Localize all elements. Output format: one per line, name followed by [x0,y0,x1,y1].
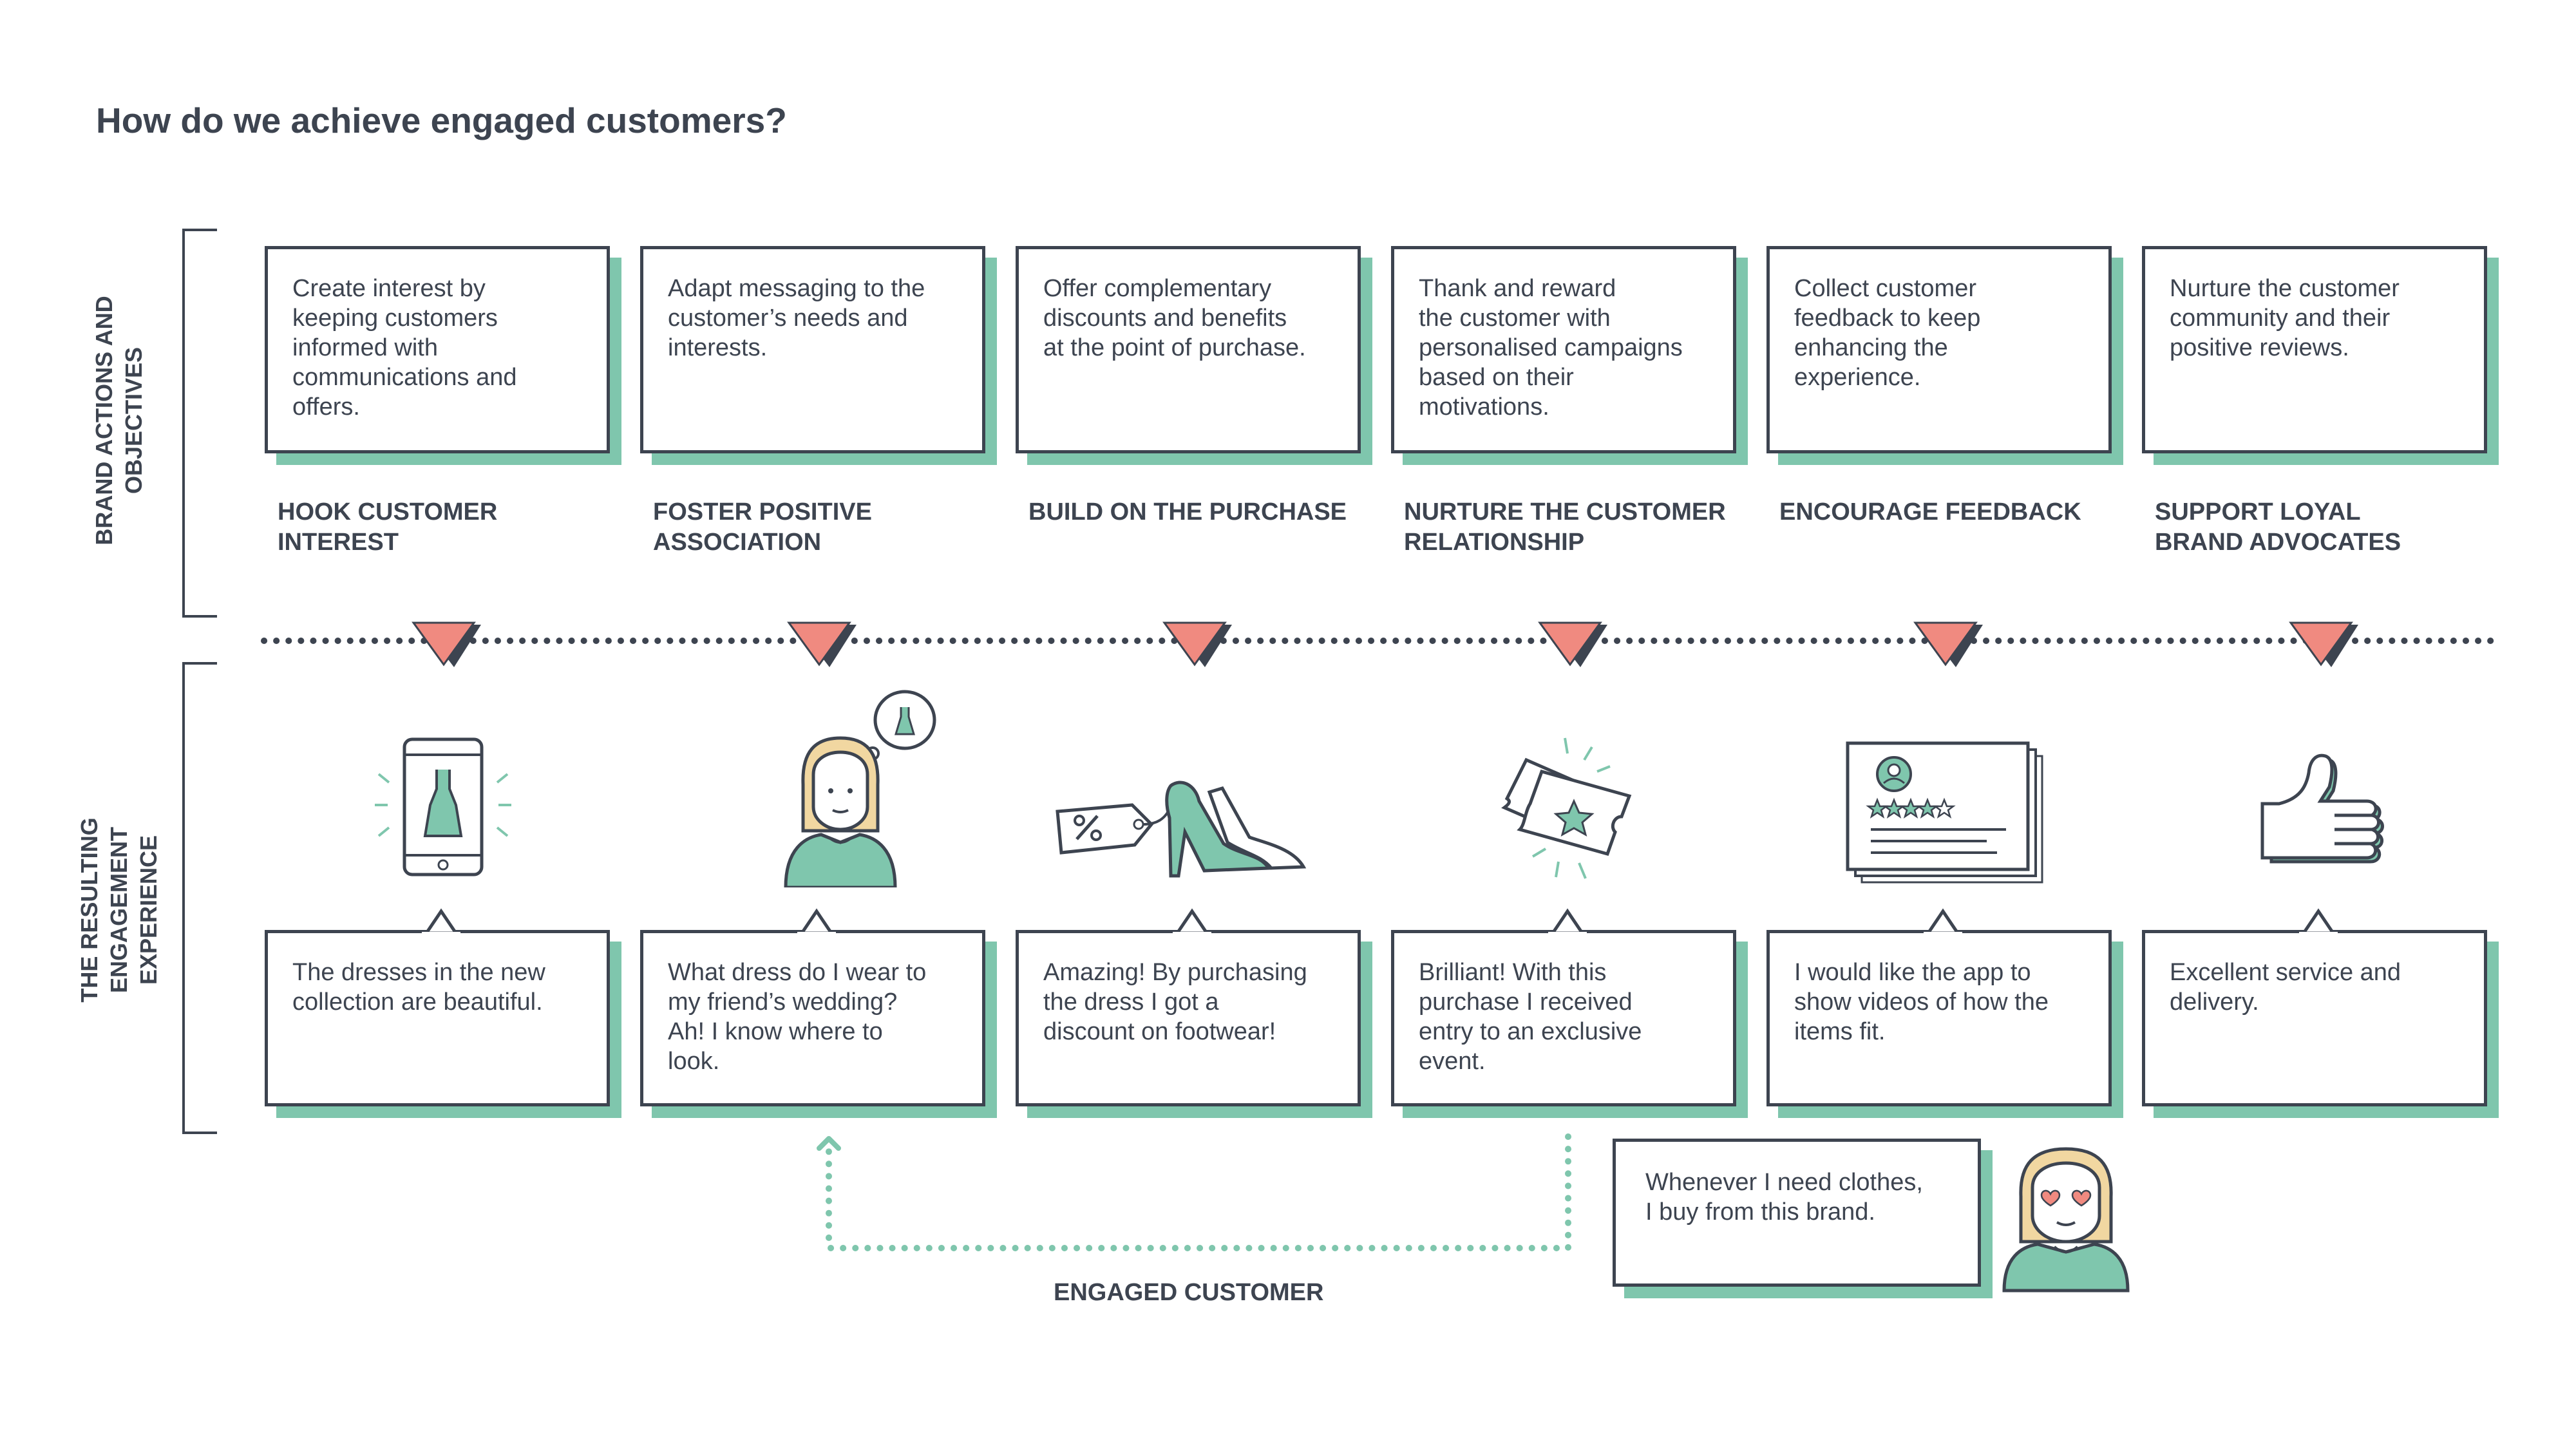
timeline [261,621,2499,667]
thinking-woman-icon [784,690,936,887]
action-card: Create interest by keeping customers inf… [265,246,610,453]
experience-card-text: What dress do I wear to my friend’s wedd… [668,959,927,1075]
card-notch [1174,908,1210,935]
stage-label: BUILD ON THE PURCHASE [1028,498,1347,526]
stage-label: NURTURE THE CUSTOMER RELATIONSHIP [1404,498,1726,556]
experience-card: What dress do I wear to my friend’s wedd… [640,930,985,1106]
stage-marker [412,621,476,667]
experience-card-text: Brilliant! With this purchase I received… [1419,959,1642,1075]
action-card-text: Collect customer feedback to keep enhanc… [1794,275,1981,391]
stage-marker [1538,621,1602,667]
engaged-customer-label: ENGAGED CUSTOMER [1054,1279,1324,1306]
action-card-text: Thank and reward the customer with perso… [1419,275,1683,421]
stage-label: ENCOURAGE FEEDBACK [1779,498,2081,526]
stage-marker [1162,621,1227,667]
experience-card: I would like the app to show videos of h… [1766,930,2112,1106]
engaged-loop-arrow [817,1133,1571,1251]
card-notch [1549,908,1586,935]
card-notch [1925,908,1961,935]
card-notch [2300,908,2336,935]
phone-dress-icon [375,737,511,876]
card-notch [799,908,835,935]
stage-label: HOOK CUSTOMER INTEREST [278,498,498,556]
action-card-text: Create interest by keeping customers inf… [292,275,517,421]
top-bracket [182,229,217,618]
experience-card: Excellent service and delivery. [2142,930,2487,1106]
stage-label: SUPPORT LOYAL BRAND ADVOCATES [2155,498,2401,556]
happy-woman-icon [2002,1147,2130,1293]
side-label-brand-actions: BRAND ACTIONS AND OBJECTIVES [91,296,147,545]
card-notch [423,908,459,935]
action-card: Nurture the customer community and their… [2142,246,2487,453]
page-title: How do we achieve engaged customers? [96,100,787,140]
experience-card: Brilliant! With this purchase I received… [1391,930,1736,1106]
action-card-text: Adapt messaging to the customer’s needs … [668,275,925,361]
experience-card-text: The dresses in the new collection are be… [292,959,545,1016]
stage-label: FOSTER POSITIVE ASSOCIATION [653,498,872,556]
stage-marker [1913,621,1978,667]
stage-marker [787,621,851,667]
action-card: Adapt messaging to the customer’s needs … [640,246,985,453]
experience-card-text: Amazing! By purchasing the dress I got a… [1043,959,1307,1045]
experience-card: The dresses in the new collection are be… [265,930,610,1106]
timeline-markers [412,621,2358,667]
shoe-discount-icon [1056,781,1307,878]
action-card-text: Nurture the customer community and their… [2170,275,2400,361]
action-card-text: Offer complementary discounts and benefi… [1043,275,1306,361]
experience-card-text: Excellent service and delivery. [2170,959,2401,1016]
stage-marker [2289,621,2353,667]
thumbs-up-icon [2260,753,2384,864]
action-card: Thank and reward the customer with perso… [1391,246,1736,453]
tickets-icon [1501,737,1632,879]
review-card-icon [1846,741,2043,884]
bottom-bracket [182,662,217,1134]
experience-card-text: I would like the app to show videos of h… [1794,959,2049,1045]
engaged-quote-card: Whenever I need clothes, I buy from this… [1613,1139,1981,1287]
action-card: Collect customer feedback to keep enhanc… [1766,246,2112,453]
card-notches [422,908,2338,937]
action-card: Offer complementary discounts and benefi… [1016,246,1361,453]
engaged-quote-text: Whenever I need clothes, I buy from this… [1645,1169,1923,1226]
experience-card: Amazing! By purchasing the dress I got a… [1016,930,1361,1106]
